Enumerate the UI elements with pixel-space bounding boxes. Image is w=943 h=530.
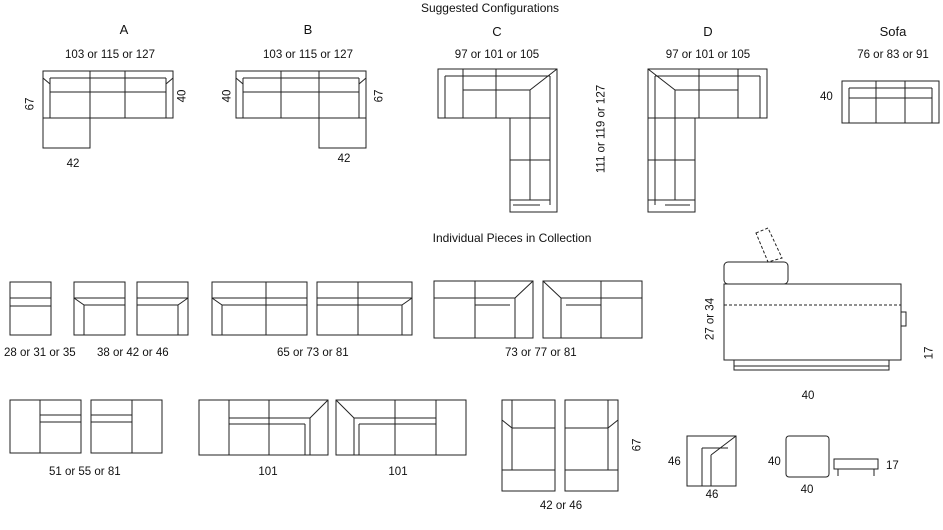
config-b-drawing	[235, 70, 367, 149]
corner-arm-label: 73 or 77 or 81	[505, 347, 577, 359]
ottoman-bottom-label: 40	[800, 484, 814, 496]
config-a-drawing	[42, 70, 174, 149]
config-c-width: 97 or 101 or 105	[454, 49, 540, 61]
piece-one-arm-right	[136, 281, 189, 336]
piece-ottoman	[785, 435, 830, 478]
piece-profile	[723, 227, 907, 371]
profile-seat-height: 17	[923, 346, 936, 360]
piece-corner-arm-right	[542, 280, 643, 339]
piece-side-panel-right	[90, 399, 163, 454]
armless-label: 28 or 31 or 35	[4, 347, 76, 359]
piece-chaise-left	[501, 399, 556, 492]
suggested-configurations-heading: Suggested Configurations	[420, 1, 560, 15]
piece-chaise-right	[564, 399, 619, 492]
piece-corner-left	[198, 399, 329, 456]
piece-loveseat-right	[316, 281, 413, 336]
corner-left-label: 101	[258, 466, 278, 478]
loveseat-label: 65 or 73 or 81	[277, 347, 349, 359]
piece-corner-arm-left	[433, 280, 534, 339]
bench-height-label: 17	[886, 460, 899, 472]
config-b-letter: B	[303, 22, 313, 37]
config-b-width: 103 or 115 or 127	[263, 49, 353, 61]
config-a-right-depth: 40	[176, 89, 189, 103]
corner-right-label: 101	[388, 466, 408, 478]
config-c-length: 111 or 119 or 127	[595, 84, 608, 174]
individual-pieces-heading: Individual Pieces in Collection	[432, 231, 592, 245]
piece-corner-right	[335, 399, 467, 456]
one-arm-label: 38 or 42 or 46	[97, 347, 169, 359]
config-b-chaise: 42	[337, 153, 351, 165]
profile-depth: 40	[801, 390, 815, 402]
ottoman-side-label: 40	[768, 456, 781, 468]
piece-side-panel-left	[9, 399, 82, 454]
config-b-right-depth: 67	[373, 89, 386, 103]
sofa-letter: Sofa	[879, 24, 907, 39]
config-a-chaise: 42	[66, 158, 80, 170]
sofa-depth: 40	[820, 91, 833, 103]
piece-wedge	[686, 435, 737, 487]
wedge-side-label: 46	[668, 456, 681, 468]
piece-bench	[833, 458, 879, 476]
sofa-drawing	[841, 80, 940, 124]
config-d-drawing	[647, 68, 768, 213]
piece-loveseat-left	[211, 281, 308, 336]
sofa-width: 76 or 83 or 91	[857, 49, 929, 61]
wedge-bottom-label: 46	[705, 489, 719, 501]
side-panel-label: 51 or 55 or 81	[49, 466, 121, 478]
config-a-width: 103 or 115 or 127	[65, 49, 155, 61]
config-c-letter: C	[492, 24, 502, 39]
config-d-width: 97 or 101 or 105	[665, 49, 751, 61]
config-a-letter: A	[119, 22, 129, 37]
piece-armless	[9, 281, 52, 336]
chaise-length-label: 67	[631, 438, 644, 452]
config-a-left-depth: 67	[24, 97, 37, 111]
piece-one-arm-left	[73, 281, 126, 336]
config-b-left-depth: 40	[221, 89, 234, 103]
profile-height: 27 or 34	[704, 297, 717, 341]
config-c-drawing	[437, 68, 558, 213]
config-d-letter: D	[703, 24, 713, 39]
chaise-width-label: 42 or 46	[539, 500, 583, 512]
